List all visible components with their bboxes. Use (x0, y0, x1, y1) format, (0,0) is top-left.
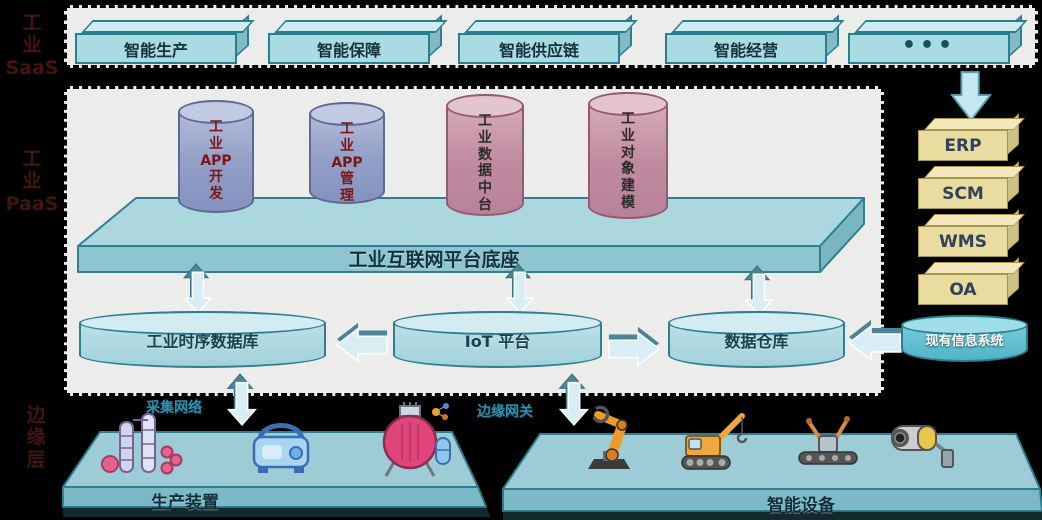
cylinder-label: 工 业 APP 开 发 (200, 119, 232, 203)
cctv-camera-icon (891, 425, 954, 468)
system-box-label: OA (918, 274, 1008, 305)
cylinder-industrial-data-middle-platform: 工 业 数 据 中 台 (446, 94, 524, 216)
reactor-vessel-icon (382, 402, 451, 477)
cylinder-industrial-object-modeling: 工 业 对 象 建 模 (588, 92, 668, 219)
robot-arm-icon (588, 405, 630, 469)
smart-devices-label: 智能设备 (767, 496, 835, 516)
ellipsis-icon: ••• (848, 33, 1010, 64)
production-units-label: 生产装置 (151, 493, 219, 513)
store-label: IoT 平台 (464, 332, 531, 351)
cylinder-existing-information-systems: 现有信息系统 (901, 315, 1028, 362)
distillation-columns-icon (101, 413, 183, 475)
box-top-face (274, 20, 448, 33)
cylinder-label: 工 业 数 据 中 台 (478, 113, 492, 213)
edge-layer-side-label: 边 缘 层 (26, 404, 46, 471)
cylinder-data-warehouse: 数据仓库 (668, 311, 845, 368)
arrow-left-icon (845, 320, 903, 362)
system-box-oa: OA (918, 257, 1025, 306)
box-top-face (924, 166, 1025, 178)
saas-box-smart-supply-chain: 智能供应链 (458, 14, 638, 66)
box-top-face (81, 20, 255, 33)
bidirectional-arrow-icon (494, 261, 544, 315)
saas-box-label: 智能供应链 (458, 33, 620, 64)
saas-box-label: 智能经营 (665, 33, 827, 64)
cylinder-label: 工 业 APP 管 理 (331, 121, 363, 205)
saas-layer-side-label: 工 业 SaaS (5, 12, 59, 79)
box-top-face (924, 214, 1025, 226)
saas-box-more: ••• (848, 14, 1028, 66)
saas-box-smart-operation: 智能经营 (665, 14, 845, 66)
box-top-face (854, 20, 1028, 33)
cylinder-label: 工 业 对 象 建 模 (621, 111, 635, 211)
saas-layer-panel: 智能生产 智能保障 智能供应链 智能经营 ••• (64, 5, 1038, 68)
system-box-wms: WMS (918, 209, 1025, 258)
collection-network-label: 采集网络 (146, 400, 202, 416)
cylinder-industrial-app-management: 工 业 APP 管 理 (309, 102, 385, 204)
system-box-label: ERP (918, 130, 1008, 161)
saas-box-smart-production: 智能生产 (75, 14, 255, 66)
saas-box-label: 智能生产 (75, 33, 237, 64)
conveyor-robot-icon (798, 416, 858, 465)
cylinder-iot-platform: IoT 平台 (393, 311, 602, 368)
existing-systems-label: 现有信息系统 (925, 334, 1004, 349)
cylinder-industrial-timeseries-database: 工业时序数据库 (79, 311, 326, 368)
compressor-unit-icon (252, 423, 310, 473)
bidirectional-arrow-icon (172, 261, 222, 315)
system-box-label: SCM (918, 178, 1008, 209)
arrow-left-icon (333, 322, 389, 364)
bidirectional-arrow-icon (733, 263, 783, 317)
system-box-label: WMS (918, 226, 1008, 257)
edge-gateway-label: 边缘网关 (477, 404, 533, 420)
saas-box-label: 智能保障 (268, 33, 430, 64)
arrow-right-icon (607, 326, 663, 368)
saas-box-smart-support: 智能保障 (268, 14, 448, 66)
paas-layer-side-label: 工 业 PaaS (5, 148, 59, 215)
system-box-erp: ERP (918, 113, 1025, 162)
system-box-scm: SCM (918, 161, 1025, 210)
store-label: 工业时序数据库 (146, 332, 259, 351)
box-top-face (924, 118, 1025, 130)
box-top-face (464, 20, 638, 33)
store-label: 数据仓库 (724, 332, 789, 351)
cylinder-industrial-app-development: 工 业 APP 开 发 (178, 100, 254, 213)
platform-base-slab (77, 197, 865, 273)
box-top-face (924, 262, 1025, 274)
box-top-face (671, 20, 845, 33)
platform-base-label: 工业互联网平台底座 (348, 249, 520, 271)
crawler-crane-icon (681, 413, 748, 470)
arrow-down-icon (950, 70, 994, 124)
